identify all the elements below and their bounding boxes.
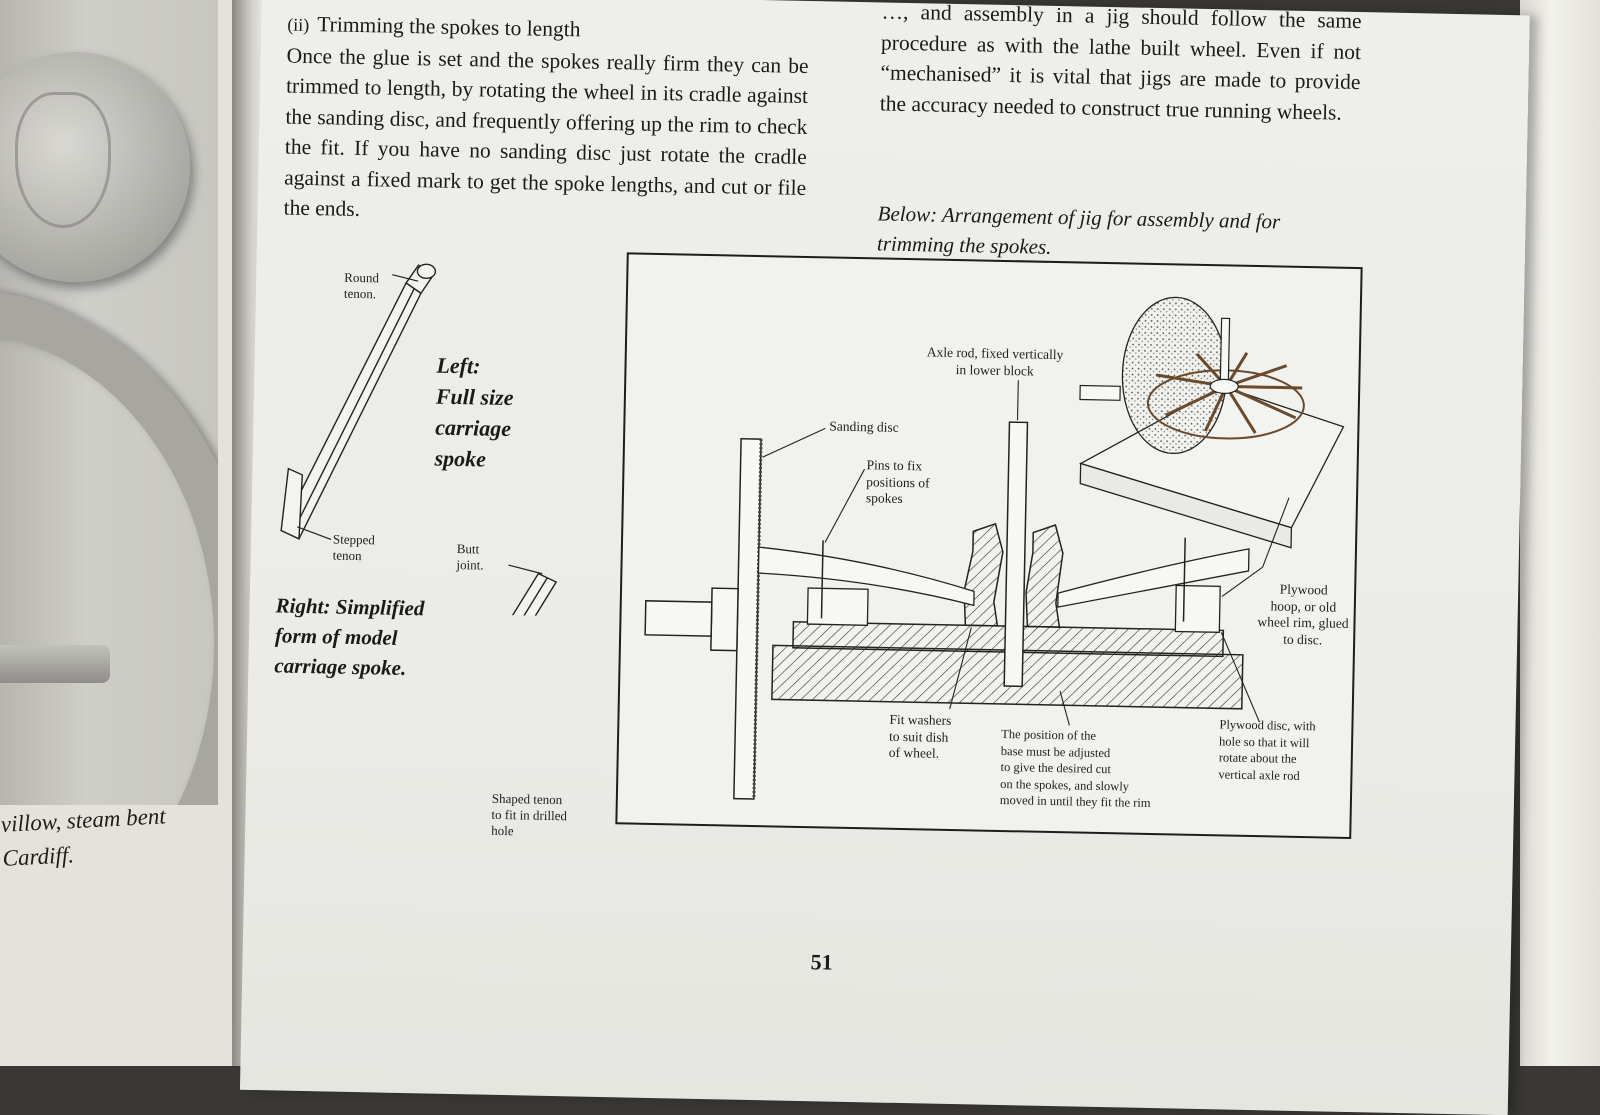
- label-round-tenon: Round tenon.: [343, 269, 380, 302]
- jig-wheel-illustration: [1078, 296, 1345, 549]
- wheel-rim-image: [0, 290, 218, 805]
- label-sanding-disc: Sanding disc: [829, 418, 899, 435]
- coin-image: [0, 52, 190, 282]
- full-size-spoke: [280, 281, 422, 540]
- page-number: 51: [810, 949, 833, 975]
- spoke-left: [757, 546, 975, 607]
- jig-figure: Axle rod, fixed vertically in lower bloc…: [615, 252, 1363, 840]
- full-size-spoke-caption: Left: Full size carriage spoke: [434, 352, 514, 472]
- label-axle-rod: Axle rod, fixed vertically in lower bloc…: [926, 344, 1064, 379]
- label-base-position: The position of the base must be adjuste…: [999, 726, 1151, 810]
- model-carriage-spoke: [408, 572, 558, 618]
- spoke-drawings: [280, 263, 558, 618]
- spoke-right: [1057, 548, 1250, 608]
- facing-page: villow, steam bent Cardiff.: [0, 0, 240, 1066]
- photo-caption: villow, steam bent Cardiff.: [0, 803, 167, 871]
- label-pins: Pins to fix positions of spokes: [865, 457, 930, 506]
- jig-drawing: [644, 296, 1345, 800]
- label-shaped-tenon: Shaped tenon to fit in drilled hole: [491, 790, 568, 839]
- label-plywood-hoop: Plywood hoop, or old wheel rim, glued to…: [1257, 581, 1349, 647]
- page-edge: [1520, 0, 1600, 1066]
- label-butt-joint: Butt joint.: [456, 541, 484, 573]
- jig-figure-caption: Below: Arrangement of jig for assembly a…: [876, 201, 1281, 259]
- book-page: (ii)Trimming the spokes to length Once t…: [239, 0, 1530, 1115]
- label-washers: Fit washers to suit dish of wheel.: [888, 711, 952, 761]
- text-column-right: …, and assembly in a jig should follow t…: [880, 0, 1362, 128]
- body-paragraph: …, and assembly in a jig should follow t…: [879, 0, 1362, 125]
- wheel-photo: [0, 0, 218, 805]
- model-spoke-caption: Right: Simplified form of model carriage…: [274, 593, 425, 681]
- pin-left: [820, 540, 824, 619]
- label-stepped-tenon: Stepped tenon: [332, 531, 376, 564]
- hub-right: [1025, 524, 1064, 628]
- hub-left: [963, 522, 1004, 627]
- label-plywood-disc: Plywood disc, with hole so that it will …: [1218, 717, 1316, 783]
- pin-right: [1182, 537, 1186, 622]
- motor-shaft: [644, 600, 713, 637]
- axle-rod: [1003, 421, 1029, 688]
- wheel-axle-image: [0, 645, 110, 683]
